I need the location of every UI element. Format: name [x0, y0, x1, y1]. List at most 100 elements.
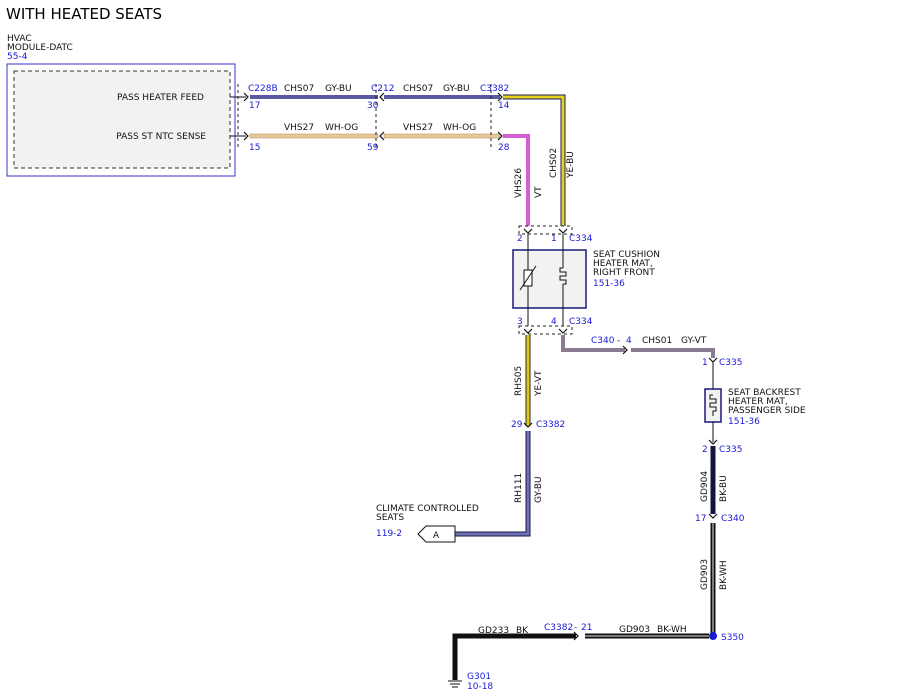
c228b-pin17: 17 — [249, 101, 260, 111]
g301-ref-link[interactable]: 10-18 — [467, 682, 493, 692]
c228b-connector-label[interactable]: C228B — [248, 84, 278, 94]
c3382-top-pin28: 28 — [498, 143, 510, 153]
pass-heater-feed-label: PASS HEATER FEED — [117, 93, 204, 103]
c340-a-pin4: 4 — [626, 336, 632, 346]
c340-b-chevron-icon — [708, 513, 718, 519]
c334-top-outline — [518, 225, 573, 235]
c334-top-pin2: 2 — [517, 234, 523, 244]
seat-cushion-line3: RIGHT FRONT — [593, 268, 655, 278]
c3382-bottom-chevron-icon — [573, 631, 579, 641]
c212-connector-label[interactable]: C212 — [371, 84, 394, 94]
c334-top-chevron-right-icon — [558, 228, 568, 234]
chs07-wire-b[interactable] — [384, 95, 500, 99]
chs01-circuit: CHS01 — [642, 336, 672, 346]
c228b-pin15: 15 — [249, 143, 260, 153]
vhs27-circuit-a: VHS27 — [284, 123, 314, 133]
gd233-color: BK — [516, 626, 529, 636]
hvac-ref-link[interactable]: 55-4 — [7, 52, 28, 62]
rh111-color: GY-BU — [534, 476, 544, 503]
chs01-wire-b[interactable] — [631, 348, 715, 358]
vhs27-color-a: WH-OG — [325, 123, 358, 133]
backrest-heater-element-icon — [709, 394, 717, 416]
c334-bottom-outline — [518, 325, 573, 335]
g301-label: G301 — [467, 672, 491, 682]
heater-element-icon — [559, 267, 567, 285]
climate-seats-flag[interactable] — [417, 525, 456, 543]
gd903-h-color: BK-WH — [657, 625, 687, 635]
c3382-mid-connector-label[interactable]: C3382 — [536, 420, 565, 430]
c3382-top-pin14: 14 — [498, 101, 510, 111]
c334-bottom-pin4: 4 — [551, 317, 557, 327]
c335-top-connector-label[interactable]: C335 — [719, 358, 742, 368]
chs07-circuit-a: CHS07 — [284, 84, 314, 94]
chs01-wire-a[interactable] — [561, 335, 625, 352]
seat-cushion-ref-link[interactable]: 151-36 — [593, 279, 625, 289]
c3382-mid-chevron-icon — [523, 422, 533, 428]
chs02-wire[interactable] — [503, 95, 565, 226]
c3382-bottom-pin21: 21 — [581, 623, 592, 633]
vhs27-circuit-b: VHS27 — [403, 123, 433, 133]
s350-splice[interactable] — [709, 632, 717, 640]
climate-seats-line1: CLIMATE CONTROLLED — [376, 504, 479, 514]
rh111-circuit: RH111 — [514, 473, 524, 503]
chs07-color-a: GY-BU — [325, 84, 352, 94]
vhs27-wire-a[interactable] — [249, 133, 379, 139]
rhs05-color: YE-VT — [534, 370, 544, 397]
climate-seats-line2: SEATS — [376, 513, 404, 523]
c340-a-connector-label[interactable]: C340 — [591, 336, 615, 346]
hvac-name-line2: MODULE-DATC — [7, 43, 73, 53]
c340-b-pin17: 17 — [695, 514, 706, 524]
gd903-v-color: BK-WH — [719, 560, 729, 590]
c335-bottom-connector-label[interactable]: C335 — [719, 445, 742, 455]
thermistor-slash — [519, 265, 537, 291]
chs02-circuit: CHS02 — [549, 148, 559, 178]
pin15-chevron-icon — [243, 131, 249, 141]
c335-top-chevron-icon — [708, 357, 718, 363]
c3382-bottom-dash: - — [574, 623, 577, 633]
c212-pin59: 59 — [367, 143, 379, 153]
page-title: WITH HEATED SEATS — [6, 5, 162, 23]
c212-pin30: 30 — [367, 101, 379, 111]
seat-backrest-line2: HEATER MAT, — [728, 397, 788, 407]
vhs26-wire[interactable] — [503, 134, 530, 226]
hvac-module-body — [13, 70, 231, 169]
c340-b-connector-label[interactable]: C340 — [721, 514, 745, 524]
vhs26-color: VT — [534, 186, 544, 198]
vhs26-circuit: VHS26 — [514, 168, 524, 198]
c334-bottom-pin3: 3 — [517, 317, 523, 327]
chs01-color: GY-VT — [681, 336, 707, 346]
gd903-h-circuit: GD903 — [619, 625, 650, 635]
c3382-top-connector-label[interactable]: C3382 — [480, 84, 509, 94]
gd233-wire[interactable] — [452, 633, 576, 680]
rh111-wire[interactable] — [455, 431, 530, 536]
gd903-v-circuit: GD903 — [700, 559, 710, 590]
pin17-chevron-icon — [243, 92, 249, 102]
climate-seats-ref-link[interactable]: 119-2 — [376, 529, 402, 539]
seat-cushion-line1: SEAT CUSHION — [593, 250, 660, 260]
c334-bottom-connector-label[interactable]: C334 — [569, 317, 593, 327]
c3382-bottom-connector-label[interactable]: C3382 — [544, 623, 573, 633]
gd904-circuit: GD904 — [700, 471, 710, 502]
c340-a-chevron-icon — [622, 345, 628, 355]
c340-a-dash: - — [617, 336, 620, 346]
vhs27-wire-b[interactable] — [383, 133, 501, 139]
chs02-color: YE-BU — [566, 151, 576, 179]
seat-cushion-line2: HEATER MAT, — [593, 259, 653, 269]
c3382-mid-pin29: 29 — [511, 420, 523, 430]
s350-label: S350 — [721, 633, 744, 643]
chs07-wire-a[interactable] — [250, 95, 378, 99]
c335-bottom-chevron-icon — [708, 439, 718, 445]
vhs27-color-b: WH-OG — [443, 123, 476, 133]
c334-bottom-chevron-left-icon — [523, 328, 533, 334]
c334-top-chevron-left-icon — [523, 228, 533, 234]
gd233-circuit: GD233 — [478, 626, 509, 636]
seat-backrest-ref-link[interactable]: 151-36 — [728, 417, 760, 427]
chs07-circuit-b: CHS07 — [403, 84, 433, 94]
climate-seats-flag-letter: A — [433, 531, 440, 541]
c334-top-connector-label[interactable]: C334 — [569, 234, 593, 244]
c334-top-pin1: 1 — [551, 234, 557, 244]
seat-backrest-heater-mat[interactable] — [704, 388, 722, 423]
chs07-color-b: GY-BU — [443, 84, 470, 94]
c3382-top-chevron-b-icon — [497, 131, 503, 141]
